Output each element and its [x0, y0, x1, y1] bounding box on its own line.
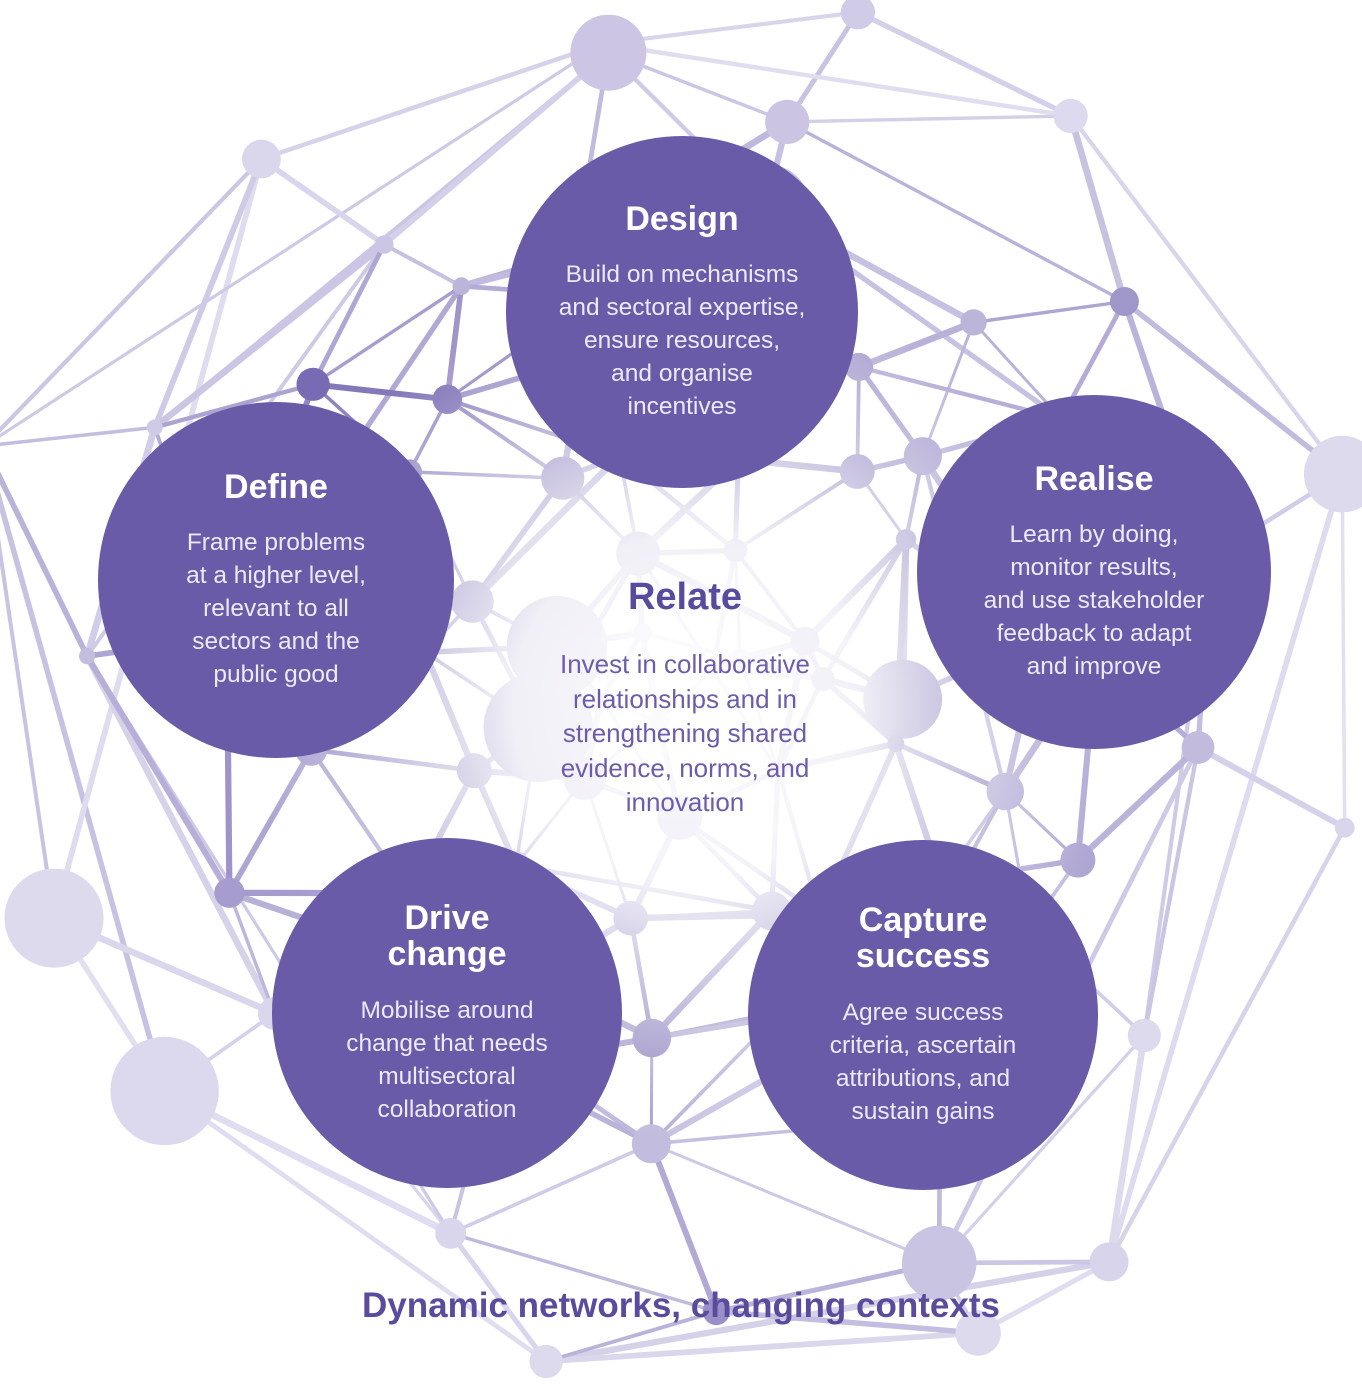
stage-circle-capture-success: Capture success Agree success criteria, …: [748, 840, 1098, 1190]
stage-title: Capture success: [855, 900, 991, 976]
stage-title: Design: [625, 199, 739, 238]
diagram-caption: Dynamic networks, changing contexts: [362, 1286, 1000, 1325]
stage-body: Build on mechanisms and sectoral experti…: [558, 261, 806, 420]
stage-title: Define: [224, 467, 328, 506]
relate-body: Invest in collaborative relationships an…: [559, 649, 811, 818]
stage-body: Learn by doing, monitor results, and use…: [983, 521, 1205, 680]
stage-title: Drive change: [387, 898, 507, 974]
stage-body: Agree success criteria, ascertain attrib…: [829, 999, 1017, 1125]
relate-hub: Relate Invest in collaborative relations…: [465, 576, 905, 820]
stage-title: Realise: [1034, 459, 1154, 498]
stage-circle-define: Define Frame problems at a higher level,…: [98, 402, 454, 758]
stage-circle-drive-change: Drive change Mobilise around change that…: [272, 838, 622, 1188]
stage-circle-realise: Realise Learn by doing, monitor results,…: [917, 395, 1271, 749]
relate-title: Relate: [627, 576, 743, 618]
stage-body: Frame problems at a higher level, releva…: [186, 529, 366, 688]
stage-body: Mobilise around change that needs multis…: [346, 997, 548, 1123]
stage-circle-design: Design Build on mechanisms and sectoral …: [506, 136, 858, 488]
